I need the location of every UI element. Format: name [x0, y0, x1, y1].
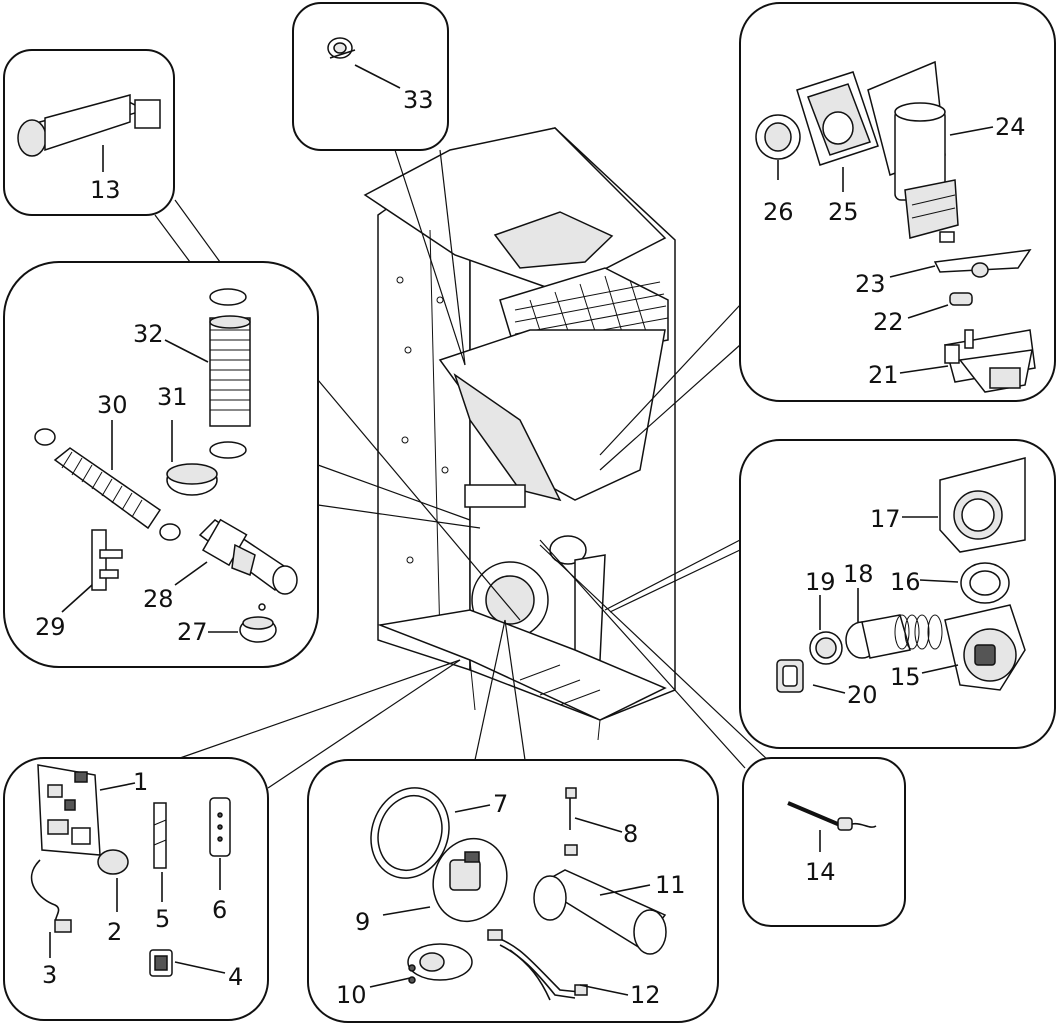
label-24: 24: [995, 113, 1026, 141]
callout-box-7-12: 7 9 8 11 10: [307, 759, 719, 1023]
label-30: 30: [97, 391, 128, 419]
label-12: 12: [630, 981, 661, 1009]
part-17-mounting-plate: [939, 457, 1026, 553]
label-16: 16: [890, 568, 921, 596]
label-20: 20: [847, 681, 878, 709]
label-28: 28: [143, 585, 174, 613]
part-33-clip: [327, 37, 356, 59]
part-22-bushing: [949, 292, 973, 306]
label-17: 17: [870, 505, 901, 533]
label-2: 2: [107, 918, 122, 946]
part-19-ring: [809, 631, 843, 665]
label-27: 27: [177, 618, 208, 646]
part-30-corrugated-hose: [34, 428, 181, 541]
part-12-wire-harness: [487, 929, 588, 1001]
callout-box-21-26: 26 25 24 23 2: [739, 2, 1056, 402]
label-5: 5: [155, 905, 170, 933]
part-25-gasket-plate: [796, 71, 879, 166]
part-29-bracket: [91, 529, 123, 591]
label-13: 13: [90, 176, 121, 204]
stove-body: [363, 127, 676, 741]
callout-box-13: 13: [3, 49, 175, 216]
part-18-elbow: [845, 614, 943, 659]
label-8: 8: [623, 820, 638, 848]
part-20-gasket: [776, 659, 804, 693]
part-8-probe: [564, 787, 578, 856]
part-21-gear-motor: [944, 329, 1036, 393]
part-4-switch: [149, 949, 173, 977]
label-22: 22: [873, 308, 904, 336]
callout-box-15-20: 17 16 18 19: [739, 439, 1056, 749]
label-23: 23: [855, 270, 886, 298]
part-31-cap: [166, 463, 218, 496]
part-28-burner-tube: [198, 518, 298, 595]
part-27-cup: [239, 603, 277, 643]
label-25: 25: [828, 198, 859, 226]
part-10-pressure-switch: [407, 943, 473, 984]
part-7-gasket: [370, 787, 450, 879]
part-9-combustion-blower: [432, 837, 508, 923]
part-6-keypad: [209, 797, 231, 857]
label-29: 29: [35, 613, 66, 641]
callout-box-27-32: 32 31 30 29: [3, 261, 319, 668]
part-16-gasket-ring: [960, 562, 1010, 604]
label-9: 9: [355, 908, 370, 936]
part-3-sensor-cable: [30, 859, 72, 933]
part-2-knob: [97, 849, 129, 875]
label-26: 26: [763, 198, 794, 226]
part-14-igniter: [787, 801, 877, 831]
label-11: 11: [655, 871, 686, 899]
label-32: 32: [133, 320, 164, 348]
label-7: 7: [493, 790, 508, 818]
part-26-ring: [755, 114, 801, 160]
callout-box-1-6: 1 2 3 5 6: [3, 757, 269, 1021]
label-15: 15: [890, 663, 921, 691]
label-18: 18: [843, 560, 874, 588]
part-32-bellows-hose: [209, 288, 251, 459]
label-1: 1: [133, 768, 148, 796]
label-21: 21: [868, 361, 899, 389]
label-3: 3: [42, 961, 57, 989]
part-11-cylinder: [533, 869, 667, 955]
label-4: 4: [228, 963, 243, 991]
part-5-ribbon-cable: [153, 802, 167, 869]
callout-box-14: 14: [742, 757, 906, 927]
callout-box-33: 33: [292, 2, 449, 151]
part-1-control-board: [37, 764, 101, 856]
label-19: 19: [805, 568, 836, 596]
leader-lines: [154, 149, 771, 789]
label-31: 31: [157, 383, 188, 411]
label-6: 6: [212, 896, 227, 924]
part-24-auger-tube: [867, 60, 959, 243]
part-23-bracket: [933, 249, 1032, 278]
part-13-fan-motor: [17, 94, 161, 157]
part-15-exhaust-fan: [944, 604, 1026, 691]
label-14: 14: [805, 858, 836, 886]
label-33: 33: [403, 86, 434, 114]
label-10: 10: [336, 981, 367, 1009]
